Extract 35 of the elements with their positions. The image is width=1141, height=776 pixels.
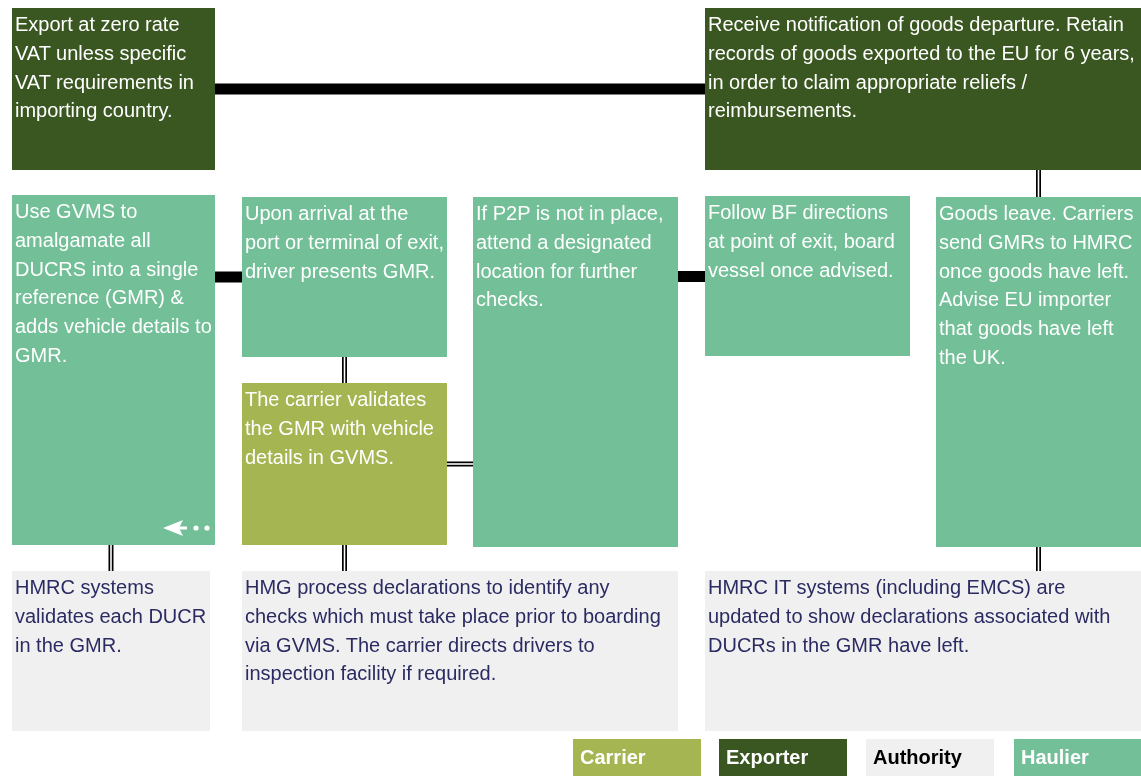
carrier-step-box (242, 383, 447, 545)
legend-label: Authority (873, 746, 962, 768)
connector-line (215, 83, 705, 95)
haulier-step-box (936, 197, 1141, 547)
connector-line (215, 271, 242, 283)
authority-step-box (705, 571, 1141, 731)
authority-step-box (12, 571, 210, 731)
step-text: Use GVMS to amalgamate all DUCRS into a single reference (GMR) & adds vehicle details to GMR. (15, 199, 212, 368)
haulier-step-box (473, 197, 678, 547)
authority-step-box (242, 571, 678, 731)
step-text: HMG process declarations to identify any checks which must take place prior to boarding via GVMS. The carrier directs drivers to inspection facility if required. (245, 575, 662, 687)
connector-line (1036, 170, 1041, 197)
haulier-step-box (12, 195, 215, 545)
connector-line (342, 545, 347, 571)
connector-line (678, 271, 705, 282)
connector-line (447, 461, 473, 467)
step-text: HMRC IT systems (including EMCS) are updated to show declarations associated with DUCRs in the GMR have left. (708, 575, 1112, 658)
exporter-step-box (705, 8, 1141, 170)
legend-label: Exporter (726, 746, 809, 768)
step-text: Upon arrival at the port or terminal of exit, driver presents GMR. (245, 201, 444, 284)
step-text: Receive notification of goods departure. Retain records of goods exported to the EU for 6 years, in order to claim appropriate reliefs / reimbursements. (708, 12, 1136, 124)
step-text: Goods leave. Carriers send GMRs to HMRC once goods have left. Advise EU importer that goods have left the UK. (939, 201, 1135, 370)
legend-label: Carrier (580, 746, 646, 768)
connector-line (342, 357, 347, 383)
step-text: Export at zero rate VAT unless specific VAT requirements in importing country. (15, 12, 195, 124)
haulier-step-box (705, 196, 910, 356)
connector-line (108, 545, 114, 571)
step-text: HMRC systems validates each DUCR in the GMR. (15, 575, 207, 658)
step-text: If P2P is not in place, attend a designated location for further checks. (476, 201, 665, 313)
connector-line (1036, 547, 1041, 571)
haulier-step-box (242, 197, 447, 357)
step-text: The carrier validates the GMR with vehicle details in GVMS. (245, 387, 435, 470)
legend-label: Haulier (1021, 746, 1089, 768)
step-text: Follow BF directions at point of exit, board vessel once advised. (708, 200, 896, 283)
exporter-step-box (12, 8, 215, 170)
